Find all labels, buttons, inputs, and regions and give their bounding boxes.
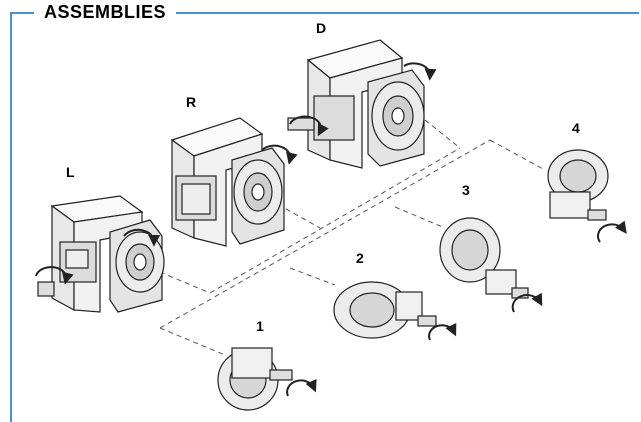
frame-border-left [10,12,12,422]
adapter-4 [547,149,627,243]
adapter-label-1: 1 [256,318,264,334]
adapter-1 [217,347,317,411]
frame-border-top [10,12,639,14]
adapter-label-3: 3 [462,182,470,198]
adapter-2 [333,281,457,341]
gearbox-r [170,117,298,247]
section-title: ASSEMBLIES [34,2,177,22]
gearbox-label-d: D [316,20,327,36]
gearbox-l [35,195,165,313]
alignment-lines [159,119,546,356]
adapter-label-2: 2 [356,250,364,266]
adapter-3 [439,217,543,313]
gearbox-label-l: L [66,164,75,180]
gearbox-label-r: R [186,94,197,110]
adapter-label-4: 4 [572,120,580,136]
gearbox-d [287,39,437,169]
